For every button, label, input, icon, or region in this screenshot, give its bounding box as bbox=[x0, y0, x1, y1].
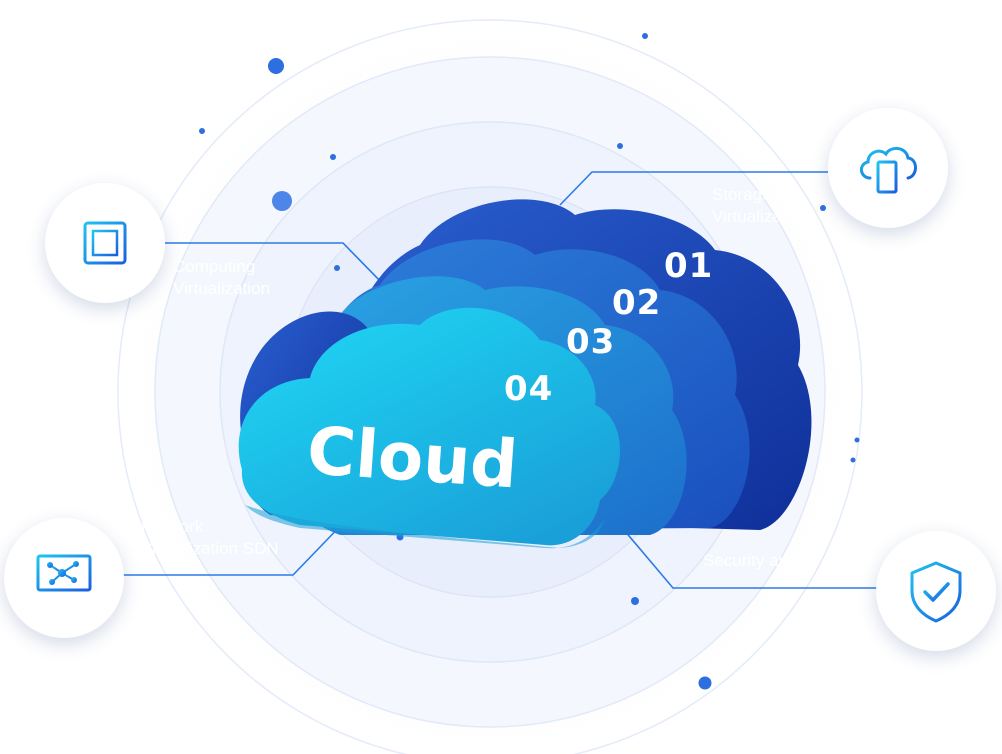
layer-number-04: 04 bbox=[504, 369, 554, 409]
label-security-line1: Security and bbox=[703, 551, 798, 570]
connector-network bbox=[120, 515, 351, 576]
label-computing-line2: Virtualization bbox=[173, 279, 271, 298]
cloud-layer-04-front bbox=[245, 505, 604, 549]
cpu-chip-icon bbox=[77, 215, 133, 271]
label-network-line2: Virtualization SDN bbox=[141, 539, 279, 558]
connector-storage bbox=[559, 171, 828, 206]
layered-clouds bbox=[238, 199, 812, 549]
node-security[interactable] bbox=[876, 531, 996, 651]
center-word: Cloud bbox=[304, 412, 521, 504]
connector-security bbox=[623, 529, 880, 589]
label-network: Network Virtualization SDN bbox=[141, 516, 279, 560]
label-security: Security and bbox=[703, 550, 798, 572]
label-storage-line2: Virtualization bbox=[712, 207, 810, 226]
label-computing-line1: Computing bbox=[173, 257, 256, 276]
decorative-dots bbox=[199, 33, 860, 690]
label-network-line1: Network bbox=[141, 517, 204, 536]
cloud-layer-04 bbox=[238, 307, 620, 546]
label-storage: Storage Virtualization bbox=[712, 184, 809, 228]
cloud-server-icon bbox=[860, 147, 917, 194]
label-computing: Computing Virtualization bbox=[173, 256, 270, 300]
layer-number-01: 01 bbox=[664, 246, 714, 286]
node-storage[interactable] bbox=[828, 108, 948, 228]
label-storage-line1: Storage bbox=[712, 185, 772, 204]
layer-number-02: 02 bbox=[612, 283, 662, 323]
shield-check-icon bbox=[910, 561, 962, 623]
connector-lines bbox=[120, 171, 880, 589]
network-monitor-icon bbox=[36, 554, 92, 602]
layer-number-03: 03 bbox=[566, 322, 616, 362]
node-computing[interactable] bbox=[45, 183, 165, 303]
outer-ring bbox=[117, 19, 863, 754]
connector-computing bbox=[165, 242, 385, 286]
node-network[interactable] bbox=[4, 518, 124, 638]
